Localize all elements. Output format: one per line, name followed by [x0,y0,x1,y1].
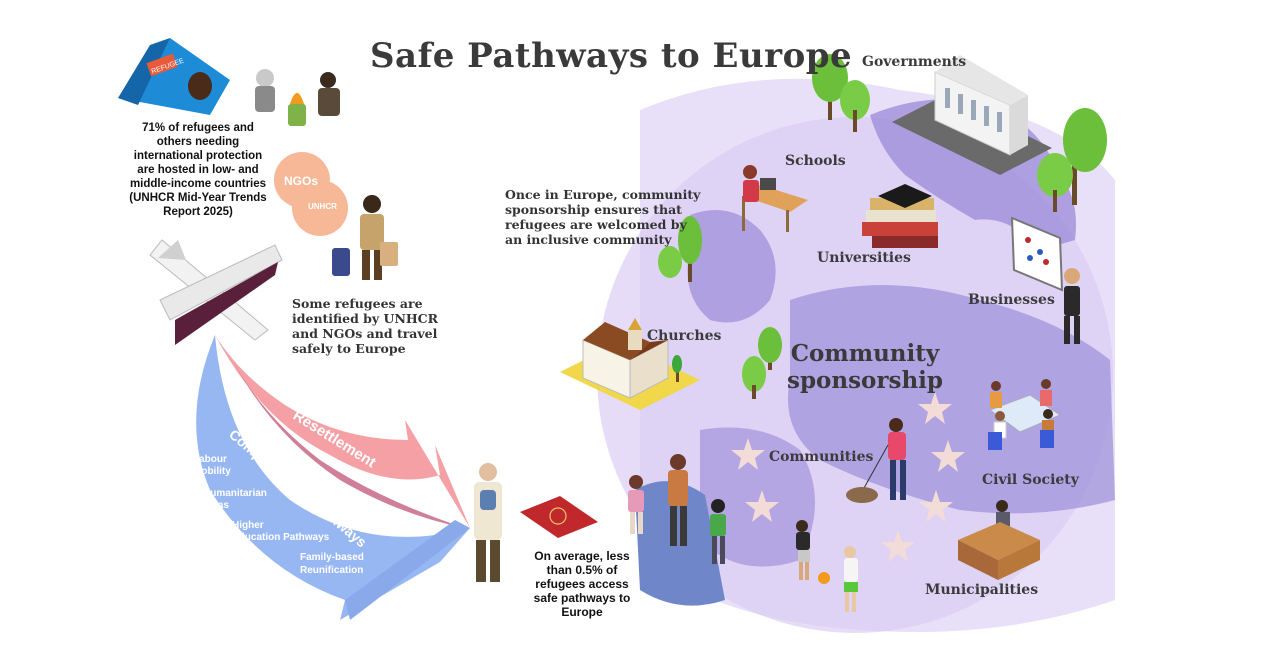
desk-icon [958,500,1040,580]
community-sponsorship-label: Community sponsorship [785,340,945,394]
hosted-stat-line: international protection [133,150,263,162]
complementary-subitems: Labour Mobility Humanitarian Visas Highe… [193,454,364,576]
resettlement-band [215,335,470,528]
government-building-icon [892,55,1052,175]
hosted-stat-line: (UNHCR Mid-Year Trends [129,192,267,204]
sponsorship-line: an inclusive community [505,232,672,247]
star-icon [731,438,765,470]
graduation-cap-icon [862,184,938,248]
access-note-line: refugees access [535,577,629,591]
actor-civil-society: Civil Society [982,472,1079,488]
sub-higher-2: Education Pathways [232,532,330,543]
sponsorship-line: Once in Europe, community [505,187,701,202]
sponsorship-text: Once in Europe, community sponsorship en… [505,187,705,247]
star-icon [931,440,965,472]
star-icon [919,490,953,522]
tent-icon: REFUGEE [118,38,230,115]
identified-line: identified by UNHCR [292,311,439,326]
passport-icon [520,496,598,538]
refugee-father-icon [474,463,502,582]
access-note-line: than 0.5% of [546,563,618,577]
actor-churches: Churches [647,328,722,344]
land-uk [687,210,776,323]
complementary-band [196,335,470,620]
land-continent [788,285,1115,514]
community-sponsorship-line: sponsorship [787,367,943,394]
tree-icon [742,327,782,399]
tree-icon [1037,108,1107,212]
sub-family-2: Reunification [300,565,363,576]
hosted-stat-line: middle-income countries [129,178,267,190]
actor-universities: Universities [817,250,911,266]
sponsorship-line: refugees are welcomed by [505,217,687,232]
unhcr-circle [292,180,348,236]
arrow-tip-lower [345,520,470,620]
sponsorship-line: sponsorship ensures that [505,202,682,217]
kids-playing-icon [796,520,858,612]
hosted-stat-line: others needing [156,136,240,148]
tree-icon [812,54,870,132]
access-note-line: safe pathways to [533,591,631,605]
airplane-icon [149,239,283,345]
actor-businesses: Businesses [968,292,1055,308]
school-icon [742,165,808,232]
pathway-arrow [196,335,470,620]
dog-walker-icon [846,418,906,503]
access-note: On average, less than 0.5% of refugees a… [530,549,634,619]
sub-visas-2: Visas [203,500,229,511]
star-icon [745,490,779,522]
land-iberia [700,427,815,567]
actor-communities: Communities [769,449,874,465]
presentation-board-icon [1010,216,1080,344]
church-icon [560,318,700,410]
identified-text: Some refugees are identified by UNHCR an… [292,296,452,356]
hosted-stat-line: Report 2025) [163,206,233,218]
sub-family-1: Family-based [300,552,364,563]
traveler-icon [332,195,398,280]
actor-schools: Schools [785,153,846,169]
sub-higher-1: Higher [232,520,264,531]
tree-icon [658,216,702,282]
identified-line: safely to Europe [292,341,406,356]
family-icon [628,454,726,564]
eu-stars [731,392,965,562]
star-icon [918,392,952,424]
star-icon [881,530,915,562]
sub-visas-1: Humanitarian [203,488,267,499]
sub-labour-2: Mobility [193,466,231,477]
actor-municipalities: Municipalities [925,582,1039,598]
hosted-stat: 71% of refugees and others needing inter… [113,121,283,219]
community-sponsorship-line: Community [790,340,940,367]
access-note-line: Europe [561,605,603,619]
campfire-icon [255,69,340,126]
actor-governments: Governments [862,54,967,70]
access-note-line: On average, less [534,549,630,563]
ngos-label: NGOs [284,174,319,188]
unhcr-label: UNHCR [308,202,337,211]
identified-line: and NGOs and travel [292,326,438,341]
meeting-table-icon [988,379,1062,450]
sub-labour-1: Labour [193,454,227,465]
page-title: Safe Pathways to Europe [370,36,853,76]
hosted-stat-line: 71% of refugees and [142,122,254,134]
identified-line: Some refugees are [292,296,423,311]
hosted-stat-line: are hosted in low- and [137,164,259,176]
